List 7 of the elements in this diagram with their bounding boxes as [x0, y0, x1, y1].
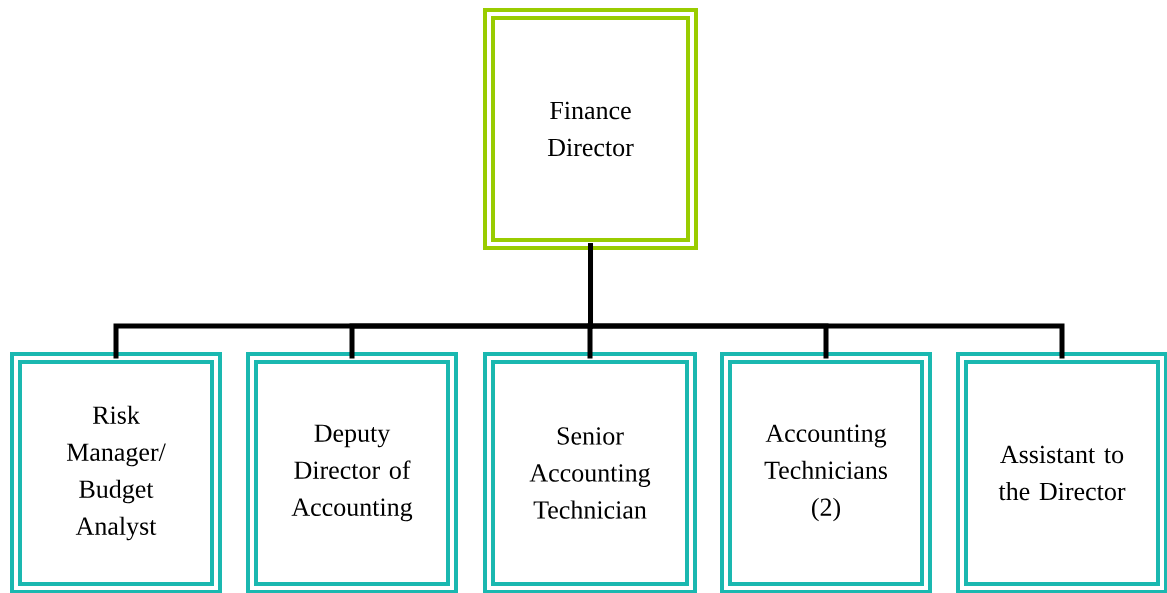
position-box: Senior Accounting Technician: [483, 352, 697, 593]
position-box: Finance Director: [483, 8, 698, 250]
position-box: Assistant to the Director: [956, 352, 1167, 593]
position-box: Risk Manager/ Budget Analyst: [10, 352, 222, 593]
position-box: Deputy Director of Accounting: [246, 352, 458, 593]
connector-line: [588, 243, 1065, 359]
position-box: Accounting Technicians (2): [720, 352, 932, 593]
